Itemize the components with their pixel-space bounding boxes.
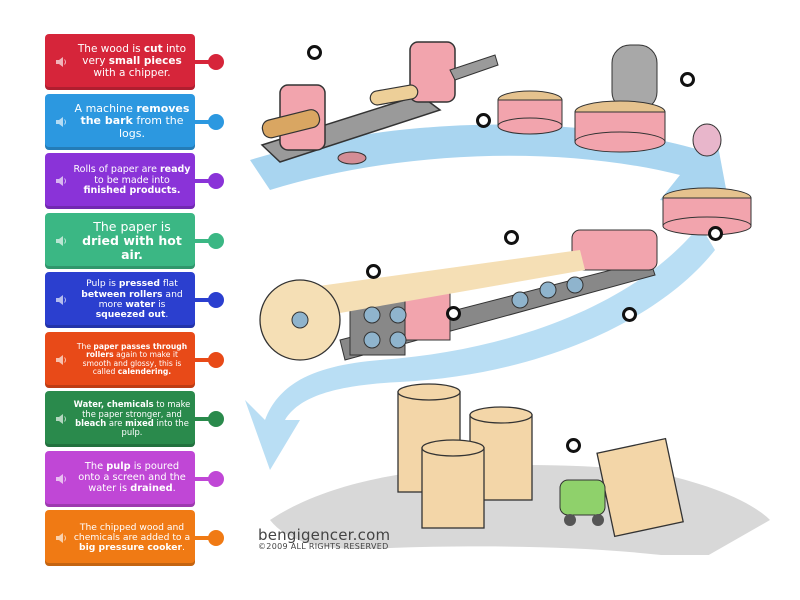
speaker-icon[interactable] [49,532,73,544]
label-text: Water, chemicals to make the paper stron… [73,399,191,438]
speaker-icon[interactable] [49,354,73,366]
connector-line [195,119,213,124]
drop-target-3[interactable] [680,72,695,87]
credit-rights: ©2009 ALL RIGHTS RESERVED [258,542,389,551]
label-card-cooker[interactable]: The chipped wood and chemicals are added… [45,510,195,566]
connector-line [195,298,213,302]
label-card-mixed[interactable]: Water, chemicals to make the paper stron… [45,391,195,447]
drop-target-5[interactable] [504,230,519,245]
connector-handle[interactable] [208,232,224,249]
speaker-icon[interactable] [49,294,73,306]
paper-rolls [397,383,684,538]
drop-target-7[interactable] [446,306,461,321]
label-text: The paper passes through rollers again t… [76,341,188,376]
credit: bengigencer.com ©2009 ALL RIGHTS RESERVE… [258,526,390,551]
label-card-debark[interactable]: A machine removes the bark from the logs… [45,93,195,150]
label-card-dried[interactable]: The paper is dried with hot air. [45,212,195,269]
connector-line [195,60,213,64]
label-card-drained[interactable]: The pulp is poured onto a screen and the… [45,450,195,507]
connector-line [195,179,213,183]
forklift [559,479,606,526]
speaker-icon[interactable] [49,473,73,485]
drop-target-2[interactable] [476,113,491,128]
speaker-icon[interactable] [49,116,73,128]
connector-handle[interactable] [208,351,224,368]
connector-line [195,417,213,421]
label-text: The chipped wood and chemicals are added… [73,521,191,554]
debarker-machine [260,41,499,165]
connector-handle[interactable] [208,530,224,546]
pressure-cooker [497,44,666,153]
label-text: The wood is cut into very small pieces w… [77,43,187,79]
label-text: A machine removes the bark from the logs… [74,102,190,140]
label-card-chipper[interactable]: The wood is cut into very small pieces w… [45,34,195,90]
connector-line [195,476,213,481]
mixer-vat [662,123,752,236]
connector-handle[interactable] [208,292,224,308]
drop-target-1[interactable] [307,45,322,60]
speaker-icon[interactable] [49,56,73,68]
label-text: Pulp is pressed flat between rollers and… [81,278,183,321]
speaker-icon[interactable] [49,413,73,425]
drop-target-9[interactable] [566,438,581,453]
connector-handle[interactable] [208,113,224,130]
connector-line [195,238,213,243]
connector-handle[interactable] [208,411,224,427]
flow-arrow-middle [245,225,715,470]
drop-target-6[interactable] [366,264,381,279]
connector-handle[interactable] [208,173,224,189]
label-text: Rolls of paper are ready to be made into… [73,164,191,197]
connector-line [195,357,213,362]
paper-machine [259,229,658,361]
speaker-icon[interactable] [49,235,73,247]
connector-handle[interactable] [208,470,224,487]
connector-handle[interactable] [208,54,224,70]
paper-making-illustration [245,41,770,555]
label-card-pressed[interactable]: Pulp is pressed flat between rollers and… [45,272,195,328]
drop-target-8[interactable] [622,307,637,322]
connector-line [195,536,213,540]
drop-target-4[interactable] [708,226,723,241]
credit-site: bengigencer.com [258,526,391,544]
label-card-calendering[interactable]: The paper passes through rollers again t… [45,331,195,388]
label-card-finished[interactable]: Rolls of paper are ready to be made into… [45,153,195,209]
label-text: The paper is dried with hot air. [82,218,182,262]
speaker-icon[interactable] [49,175,73,187]
label-text: The pulp is poured onto a screen and the… [78,461,186,494]
